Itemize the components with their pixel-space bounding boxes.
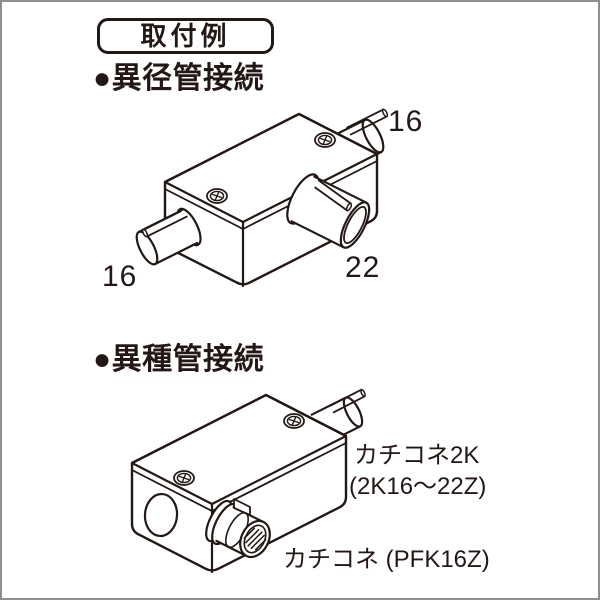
quick-connector-icon <box>205 498 271 559</box>
pipe-size-label-22-front: 22 <box>345 251 381 284</box>
screw-icon <box>283 413 305 429</box>
product-label-katikone-pfk: カチコネ (PFK16Z) <box>283 546 490 573</box>
pipe-size-label-16-top-right: 16 <box>388 105 424 138</box>
pipe-socket-22-front-icon <box>286 173 371 249</box>
screw-icon <box>173 470 195 486</box>
section-heading-different-diameter: ●異径管接続 <box>93 62 265 95</box>
pipe-size-label-16-left: 16 <box>102 260 138 293</box>
junction-box-body-icon <box>130 393 348 574</box>
section-heading-different-type: ●異種管接続 <box>93 343 265 376</box>
pipe-socket-16-left-icon <box>135 207 202 266</box>
junction-box-diagram-2 <box>130 388 366 574</box>
screw-icon <box>314 132 336 148</box>
title-text: 取付例 <box>140 21 231 51</box>
knockout-hole-icon <box>143 492 179 538</box>
product-label-katikone-2k-line2: (2K16～22Z) <box>349 473 487 500</box>
product-label-katikone-2k-line1: カチコネ2K <box>354 442 480 469</box>
title-box: 取付例 <box>97 18 274 54</box>
screw-icon <box>206 188 228 204</box>
junction-box-diagram-1 <box>135 108 389 288</box>
